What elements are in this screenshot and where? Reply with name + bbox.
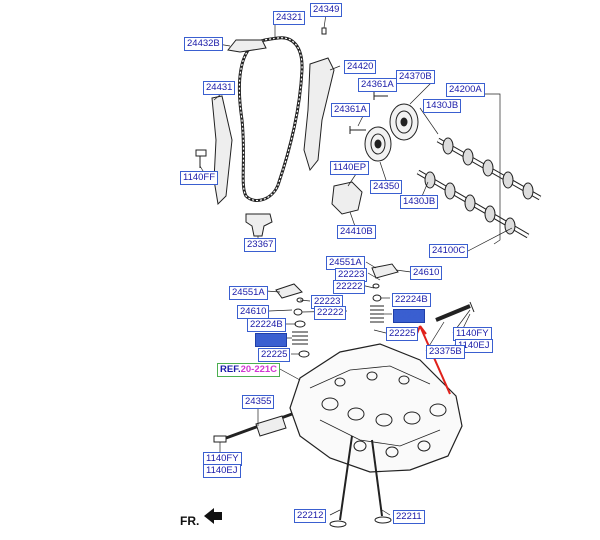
valve-springs-left xyxy=(292,297,310,358)
valve-exhaust xyxy=(329,435,353,528)
bolt-24349 xyxy=(321,27,327,35)
label-22212[interactable]: 22212 xyxy=(294,509,327,523)
label-24355[interactable]: 24355 xyxy=(242,395,275,409)
label-24370b[interactable]: 24370B xyxy=(396,70,435,84)
reference-prefix: REF. xyxy=(220,364,241,375)
reference-number: 20-221C xyxy=(240,364,278,375)
bolt-24361a-top xyxy=(373,92,388,100)
label-22221-left-highlighted[interactable]: 22221 xyxy=(255,333,288,347)
cylinder-head xyxy=(289,343,463,473)
cam-sprocket-24370b xyxy=(389,103,419,141)
valve-springs-right xyxy=(370,283,384,323)
timing-chain xyxy=(237,36,304,202)
label-24321[interactable]: 24321 xyxy=(273,11,306,25)
bolt-24361a-mid xyxy=(349,126,366,134)
label-23375b[interactable]: 23375B xyxy=(426,345,465,359)
camshaft-upper xyxy=(436,137,542,201)
label-22225-right[interactable]: 22225 xyxy=(386,327,419,341)
label-24610-left[interactable]: 24610 xyxy=(237,305,270,319)
label-24350[interactable]: 24350 xyxy=(370,180,403,194)
label-24420[interactable]: 24420 xyxy=(344,60,377,74)
label-1140ff[interactable]: 1140FF xyxy=(180,171,219,185)
valve-intake xyxy=(371,439,392,524)
label-1140ej-left[interactable]: 1140EJ xyxy=(203,464,241,478)
cam-sprocket-24350 xyxy=(364,126,392,162)
front-direction-label: FR. xyxy=(180,514,200,528)
label-24200a[interactable]: 24200A xyxy=(446,83,485,97)
label-22222-right[interactable]: 22222 xyxy=(333,280,366,294)
label-22222-left[interactable]: 22222 xyxy=(314,306,347,320)
label-24361a-top[interactable]: 24361A xyxy=(358,78,397,92)
bolt-1140ff xyxy=(195,149,207,168)
label-24551a-left[interactable]: 24551A xyxy=(229,286,268,300)
label-1430jb-bot[interactable]: 1430JB xyxy=(400,195,439,209)
rocker-arm-left xyxy=(275,283,303,299)
bracket-23367 xyxy=(245,213,273,237)
label-24100c[interactable]: 24100C xyxy=(429,244,469,258)
sensor-23375b xyxy=(435,301,475,322)
reference-link[interactable]: REF.20-221C xyxy=(217,363,281,377)
fr-arrow-icon xyxy=(204,508,222,524)
label-24432b[interactable]: 24432B xyxy=(184,37,223,51)
oil-control-valve xyxy=(213,412,293,443)
label-24361a-mid[interactable]: 24361A xyxy=(331,103,370,117)
label-1140ep[interactable]: 1140EP xyxy=(330,161,370,175)
label-23367[interactable]: 23367 xyxy=(244,238,277,252)
label-24610-right[interactable]: 24610 xyxy=(410,266,443,280)
rocker-arm-right xyxy=(371,263,399,279)
label-22225-left[interactable]: 22225 xyxy=(258,348,291,362)
chain-tensioner xyxy=(331,181,363,215)
chain-guide-left xyxy=(211,95,233,206)
label-24410b[interactable]: 24410B xyxy=(337,225,376,239)
chain-guide-top xyxy=(227,39,267,53)
label-22224b-left[interactable]: 22224B xyxy=(247,318,286,332)
label-22211[interactable]: 22211 xyxy=(393,510,425,524)
label-1430jb-top[interactable]: 1430JB xyxy=(423,99,462,113)
label-24349[interactable]: 24349 xyxy=(310,3,343,17)
label-22221-right-highlighted[interactable]: 22221 xyxy=(393,309,426,323)
label-22224b-right[interactable]: 22224B xyxy=(392,293,431,307)
label-24431[interactable]: 24431 xyxy=(203,81,236,95)
pointer-arrow xyxy=(419,325,451,395)
tensioner-arm xyxy=(303,57,335,172)
